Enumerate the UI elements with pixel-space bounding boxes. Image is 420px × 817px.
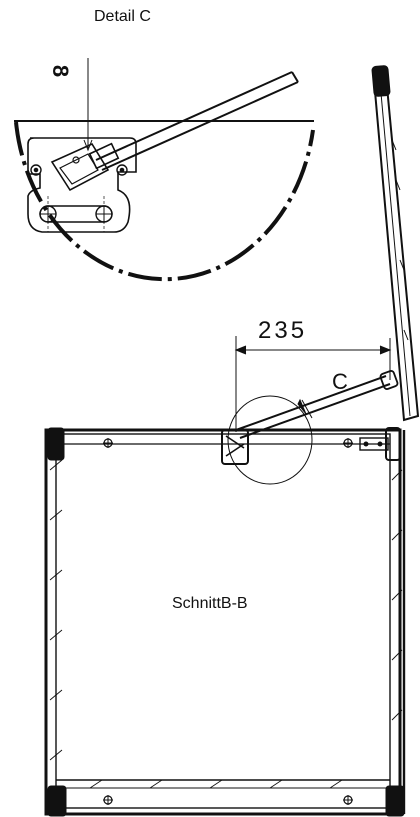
- detail-c-marker: [227, 395, 313, 485]
- detail-boundary: [14, 121, 315, 282]
- section-bb-cabinet: [44, 427, 406, 817]
- dimension-235: [234, 336, 392, 432]
- open-lid: [371, 65, 420, 422]
- detail-c-callout-label: C: [332, 369, 348, 394]
- detail-c-view: [14, 58, 315, 282]
- left-wall-hatch: [49, 459, 63, 761]
- gas-strut-detail: [88, 71, 299, 171]
- callout-8-label: 8: [48, 64, 74, 78]
- detail-c-title: Detail C: [94, 8, 151, 25]
- right-wall-hatch: [391, 469, 403, 721]
- hinge-plate: [27, 137, 137, 233]
- dimension-235-label: 235: [258, 317, 308, 344]
- gas-strut-section: [235, 370, 399, 439]
- strut-bracket: [50, 142, 110, 192]
- section-bb-label: SchnittB-B: [172, 595, 248, 612]
